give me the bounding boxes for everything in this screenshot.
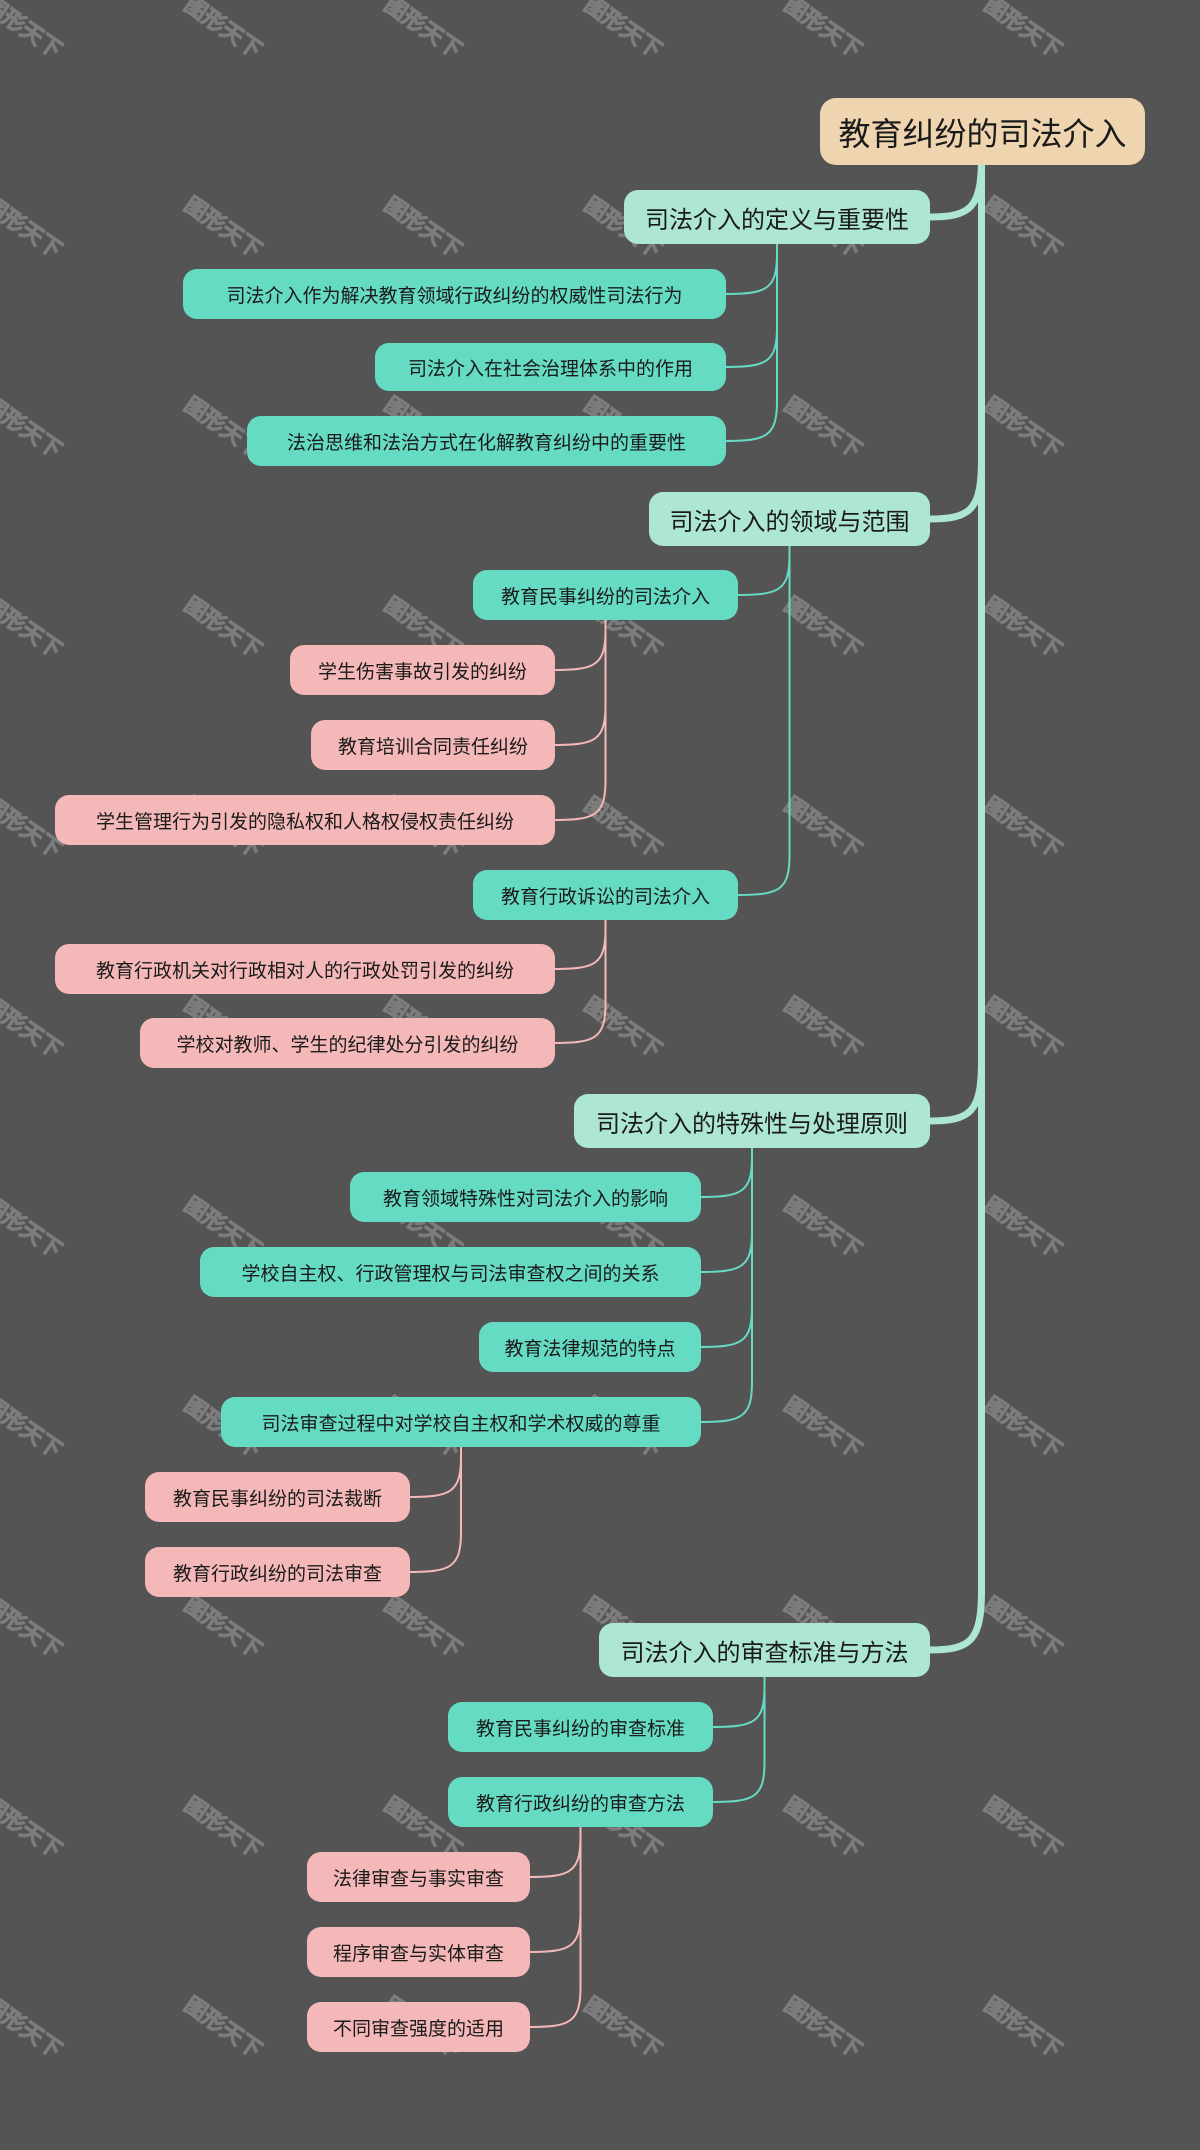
sub-node[interactable]: 司法介入作为解决教育领域行政纠纷的权威性司法行为: [183, 269, 726, 319]
sub-node[interactable]: 学校自主权、行政管理权与司法审查权之间的关系: [200, 1247, 701, 1297]
sub-node[interactable]: 教育领域特殊性对司法介入的影响: [350, 1172, 701, 1222]
sub-node[interactable]: 教育行政诉讼的司法介入: [473, 870, 738, 920]
sub-node[interactable]: 教育民事纠纷的审查标准: [448, 1702, 713, 1752]
branch-node-definition-importance[interactable]: 司法介入的定义与重要性: [624, 190, 930, 244]
leaf-node[interactable]: 法律审查与事实审查: [307, 1852, 530, 1902]
leaf-node[interactable]: 教育行政纠纷的司法审查: [145, 1547, 410, 1597]
sub-node[interactable]: 法治思维和法治方式在化解教育纠纷中的重要性: [247, 416, 726, 466]
leaf-node[interactable]: 程序审查与实体审查: [307, 1927, 530, 1977]
sub-node[interactable]: 教育民事纠纷的司法介入: [473, 570, 738, 620]
branch-node-scope[interactable]: 司法介入的领域与范围: [649, 492, 930, 546]
leaf-node[interactable]: 学生管理行为引发的隐私权和人格权侵权责任纠纷: [55, 795, 555, 845]
leaf-node[interactable]: 不同审查强度的适用: [307, 2002, 530, 2052]
sub-node[interactable]: 教育行政纠纷的审查方法: [448, 1777, 713, 1827]
root-node[interactable]: 教育纠纷的司法介入: [820, 98, 1145, 165]
sub-node[interactable]: 司法介入在社会治理体系中的作用: [375, 343, 726, 391]
leaf-node[interactable]: 教育民事纠纷的司法裁断: [145, 1472, 410, 1522]
leaf-node[interactable]: 学生伤害事故引发的纠纷: [290, 645, 555, 695]
branch-node-particularity-principles[interactable]: 司法介入的特殊性与处理原则: [574, 1094, 930, 1148]
leaf-node[interactable]: 教育培训合同责任纠纷: [311, 720, 555, 770]
sub-node[interactable]: 教育法律规范的特点: [479, 1322, 701, 1372]
sub-node[interactable]: 司法审查过程中对学校自主权和学术权威的尊重: [221, 1397, 701, 1447]
branch-node-review-standards[interactable]: 司法介入的审查标准与方法: [599, 1623, 930, 1677]
leaf-node[interactable]: 教育行政机关对行政相对人的行政处罚引发的纠纷: [55, 944, 555, 994]
leaf-node[interactable]: 学校对教师、学生的纪律处分引发的纠纷: [140, 1018, 555, 1068]
